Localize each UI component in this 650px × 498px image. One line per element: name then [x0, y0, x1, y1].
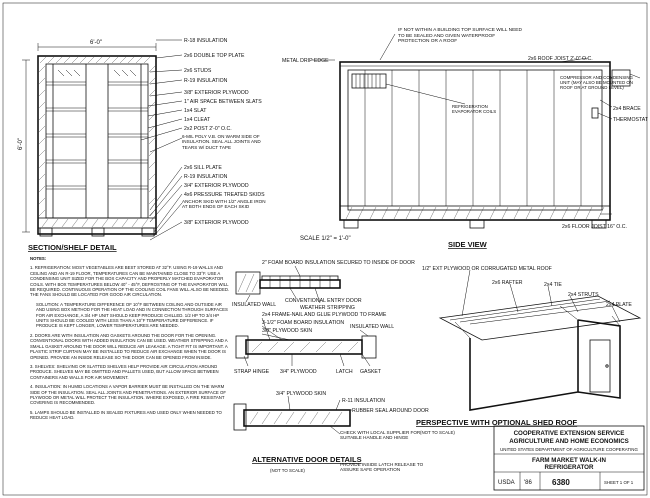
- door-callout-11: GASKET: [360, 369, 382, 375]
- section-outer-wall: [37, 55, 157, 235]
- section-callout-14: ANCHOR SKID WITH 1/2" ANGLE IRON AT BOTH…: [182, 199, 266, 210]
- title-org-2: AGRICULTURE AND HOME ECONOMICS: [509, 438, 629, 445]
- walk-in-door: [589, 339, 611, 393]
- door-callout-15: CHECK WITH LOCAL SUPPLIER FOR SUITABLE H…: [340, 430, 421, 441]
- section-callout-15: 3/8" EXTERIOR PLYWOOD: [184, 220, 249, 226]
- shed-roof: [438, 295, 642, 341]
- side-view-floor: [339, 205, 611, 221]
- section-callout-1: 2x6 DOUBLE TOP PLATE: [184, 53, 245, 59]
- notes-block: NOTES: 1. REFRIGERATION: MOST VEGETABLES…: [30, 256, 230, 421]
- side-callout-5: 2x4 BRACE: [613, 106, 641, 112]
- note-item: 1. REFRIGERATION: MOST VEGETABLES ARE BE…: [30, 265, 230, 298]
- side-callout-2: 2x6 ROOF JOIST 2'-0" O.C.: [528, 56, 593, 62]
- door-callout-5: 3-1/2" FOAM BOARD INSULATION: [262, 320, 344, 326]
- door-callout-13: R-11 INSULATION: [342, 398, 385, 404]
- plan-title-2: REFRIGERATOR: [545, 464, 594, 471]
- plan-title-1: FARM MARKET WALK-IN: [532, 457, 606, 464]
- section-callout-13: 4x6 PRESSURE TREATED SKIDS: [184, 192, 265, 198]
- note-item: 2. DOORS ARE WITH INSULATION AND GASKETS…: [30, 332, 228, 360]
- perspective-view: 1/2" EXT PLYWOOD OR CORRUGATED METAL ROO…: [416, 266, 642, 435]
- note-item: 3. SHELVES: SHELVING OR SLATTED SHELVES …: [30, 363, 219, 380]
- section-floor: [37, 217, 157, 229]
- section-callout-9: 6-MIL POLY V.B. ON WARM SIDE OF INSULATI…: [182, 134, 261, 150]
- section-callout-6: 1x4 SLAT: [184, 108, 207, 114]
- skid-left: [39, 227, 53, 237]
- door-details-title: ALTERNATIVE DOOR DETAILS: [252, 455, 362, 464]
- section-height-dim: 6'-0": [18, 138, 24, 150]
- door-callout-2: CONVENTIONAL ENTRY DOOR: [285, 298, 362, 304]
- title-year: '86: [524, 480, 532, 486]
- alternative-door-details: 2" FOAM BOARD INSULATION SECURED TO INSI…: [232, 260, 429, 473]
- scale-label: SCALE 1/2" = 1'-0": [300, 236, 351, 242]
- door-callout-12: 3/4" PLYWOOD SKIN: [276, 391, 326, 397]
- skid-center: [91, 227, 105, 237]
- title-code: USDA: [498, 480, 515, 486]
- perspective-title: PERSPECTIVE WITH OPTIONAL SHED ROOF: [416, 418, 578, 427]
- section-callout-0: R-18 INSULATION: [184, 38, 228, 44]
- section-callout-12: 3/4" EXTERIOR PLYWOOD: [184, 183, 249, 189]
- persp-callout-2: 2x4 TIE: [544, 282, 562, 288]
- door-callout-6: 3/8" PLYWOOD SKIN: [262, 328, 312, 334]
- side-view-inner: [347, 69, 603, 211]
- side-view-title: SIDE VIEW: [448, 240, 488, 249]
- door-callout-3: WEATHER STRIPPING: [300, 305, 355, 311]
- side-callout-3: COMPRESSOR AND CONDENSING UNIT (MAY ALSO…: [560, 75, 633, 91]
- perspective-subtitle: (NOT TO SCALE): [420, 430, 455, 435]
- persp-callout-1: 2x6 RAFTER: [492, 280, 523, 286]
- ceiling-insulation: [39, 56, 151, 64]
- section-callout-3: R-19 INSULATION: [184, 78, 228, 84]
- door-callout-7: INSULATED WALL: [350, 324, 394, 330]
- sheet-number: SHEET 1 OF 1: [604, 480, 634, 485]
- side-callout-0: IF NOT WITHIN A BUILDING TOP SURFACE WIL…: [398, 28, 522, 45]
- persp-callout-4: 2x4 PLATE: [606, 302, 632, 308]
- title-agency: UNITED STATES DEPARTMENT OF AGRICULTURE …: [500, 447, 638, 452]
- framed-door-section: [245, 339, 363, 355]
- thermostat: [591, 107, 599, 119]
- evaporator-coil: [351, 73, 387, 89]
- note-item: SOLUTION: A TEMPERATURE DIFFERENCE OF 10…: [36, 301, 228, 329]
- wall-insulation: [38, 65, 156, 217]
- section-callout-7: 1x4 CLEAT: [184, 117, 211, 123]
- notes-heading: NOTES:: [30, 256, 47, 261]
- section-detail-title: SECTION/SHELF DETAIL: [28, 243, 117, 252]
- side-callout-4: REFRIGERATION EVAPORATOR COILS: [452, 104, 497, 115]
- section-width-dim: 6'-0": [90, 40, 102, 46]
- note-item: 4. INSULATION: IN HUMID LOCATIONS A VAPO…: [30, 384, 226, 406]
- section-callout-11: R-19 INSULATION: [184, 174, 228, 180]
- side-callout-7: 2x6 FLOOR JOIST 16" O.C.: [562, 224, 627, 230]
- walk-in-box: [469, 320, 579, 411]
- side-callout-6: THERMOSTAT: [613, 117, 649, 123]
- shelves: [46, 64, 148, 218]
- persp-callout-0: 1/2" EXT PLYWOOD OR CORRUGATED METAL ROO…: [422, 266, 552, 272]
- door-callout-1: INSULATED WALL: [232, 302, 276, 308]
- section-callout-5: 1" AIR SPACE BETWEEN SLATS: [184, 99, 262, 105]
- section-callout-10: 2x6 SILL PLATE: [184, 165, 222, 171]
- plan-number: 6380: [552, 478, 570, 487]
- title-org-1: COOPERATIVE EXTENSION SERVICE: [514, 430, 625, 437]
- skinned-door-section: [243, 409, 351, 427]
- section-callout-2: 2x6 STUDS: [184, 68, 212, 74]
- title-block: COOPERATIVE EXTENSION SERVICE AGRICULTUR…: [493, 425, 645, 491]
- door-callout-9: 3/4" PLYWOOD: [280, 369, 317, 375]
- door-callout-0: 2" FOAM BOARD INSULATION SECURED TO INSI…: [262, 260, 415, 266]
- door-callout-8: STRAP HINGE: [234, 369, 270, 375]
- section-callout-4: 3/8" EXTERIOR PLYWOOD: [184, 90, 249, 96]
- door-callout-16: PROVIDE INSIDE LATCH RELEASE TO ASSURE S…: [340, 462, 424, 473]
- door-callout-14: RUBBER SEAL AROUND DOOR: [352, 408, 429, 414]
- door-callout-10: LATCH: [336, 369, 353, 375]
- door-details-subtitle: (NOT TO SCALE): [270, 468, 305, 473]
- section-inner-wall: [45, 63, 149, 219]
- section-leaders: [140, 39, 183, 241]
- section-shelf-detail: 6'-0" 6'-0": [18, 38, 266, 252]
- section-callout-8: 2x2 POST 2'-0" O.C.: [184, 126, 232, 132]
- side-view: IF NOT WITHIN A BUILDING TOP SURFACE WIL…: [282, 28, 649, 249]
- note-item: 5. LAMPS SHOULD BE INSTALLED IN SEALED F…: [30, 409, 222, 421]
- side-callout-1: METAL DRIP EDGE: [282, 58, 329, 64]
- door-callout-4: 2x4 FRAME-NAIL AND GLUE PLYWOOD TO FRAME: [262, 312, 387, 318]
- persp-callout-3: 2x4 STRUTS: [568, 292, 599, 298]
